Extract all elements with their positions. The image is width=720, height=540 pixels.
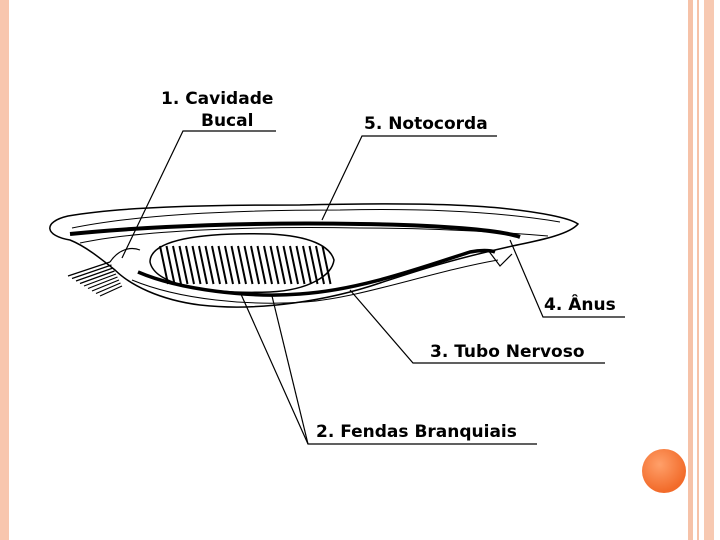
cirrus	[67, 261, 111, 277]
right-decorative-border	[688, 0, 693, 540]
cirrus	[95, 282, 121, 295]
label-anus: 4. Ânus	[544, 293, 616, 315]
right-decorative-border-thin	[697, 0, 699, 540]
right-decorative-border-outer	[704, 0, 714, 540]
gill-slit	[204, 245, 215, 285]
gill-slit	[263, 245, 273, 285]
gill-slit	[191, 245, 202, 285]
gill-slit	[250, 245, 260, 285]
gill-slit	[243, 245, 254, 285]
gill-slit	[289, 245, 299, 285]
pharynx-gill-slits	[149, 232, 335, 294]
gill-slit	[172, 245, 182, 285]
label-fendas-branquiais: 2. Fendas Branquiais	[316, 422, 517, 442]
oral-cirri	[67, 261, 123, 297]
orange-circle-decoration	[642, 449, 686, 493]
gill-slit	[237, 245, 247, 285]
gill-slit	[308, 245, 319, 285]
gill-slit	[295, 245, 306, 285]
cirrus	[79, 270, 115, 285]
cirrus	[71, 264, 112, 280]
left-decorative-border	[0, 0, 9, 540]
gill-slit	[165, 245, 176, 285]
gill-slit	[159, 245, 169, 285]
gill-slit	[269, 245, 280, 285]
cirrus	[87, 276, 118, 290]
gill-slit	[256, 245, 267, 285]
label-tubo-nervoso: 3. Tubo Nervoso	[430, 342, 585, 362]
cirrus	[91, 279, 120, 292]
gill-slit	[178, 245, 189, 285]
label-notocorda: 5. Notocorda	[364, 114, 488, 134]
gill-slit	[315, 245, 325, 285]
gill-slit	[211, 245, 221, 285]
cirrus	[99, 285, 123, 297]
gill-slit	[321, 245, 332, 285]
gill-slit	[217, 245, 228, 285]
gill-slit	[302, 245, 312, 285]
leader-lines	[121, 130, 625, 445]
label-cavidade-line1: 1. Cavidade	[161, 89, 273, 109]
gill-slit	[185, 245, 195, 285]
notochord-structure	[69, 221, 521, 239]
gill-slit	[224, 245, 234, 285]
gill-slit	[282, 245, 293, 285]
gill-slit	[230, 245, 241, 285]
gill-slit	[276, 245, 286, 285]
label-cavidade-line2: Bucal	[201, 111, 253, 131]
cirrus	[83, 273, 117, 287]
cirrus	[75, 267, 114, 282]
gill-slit	[198, 245, 208, 285]
